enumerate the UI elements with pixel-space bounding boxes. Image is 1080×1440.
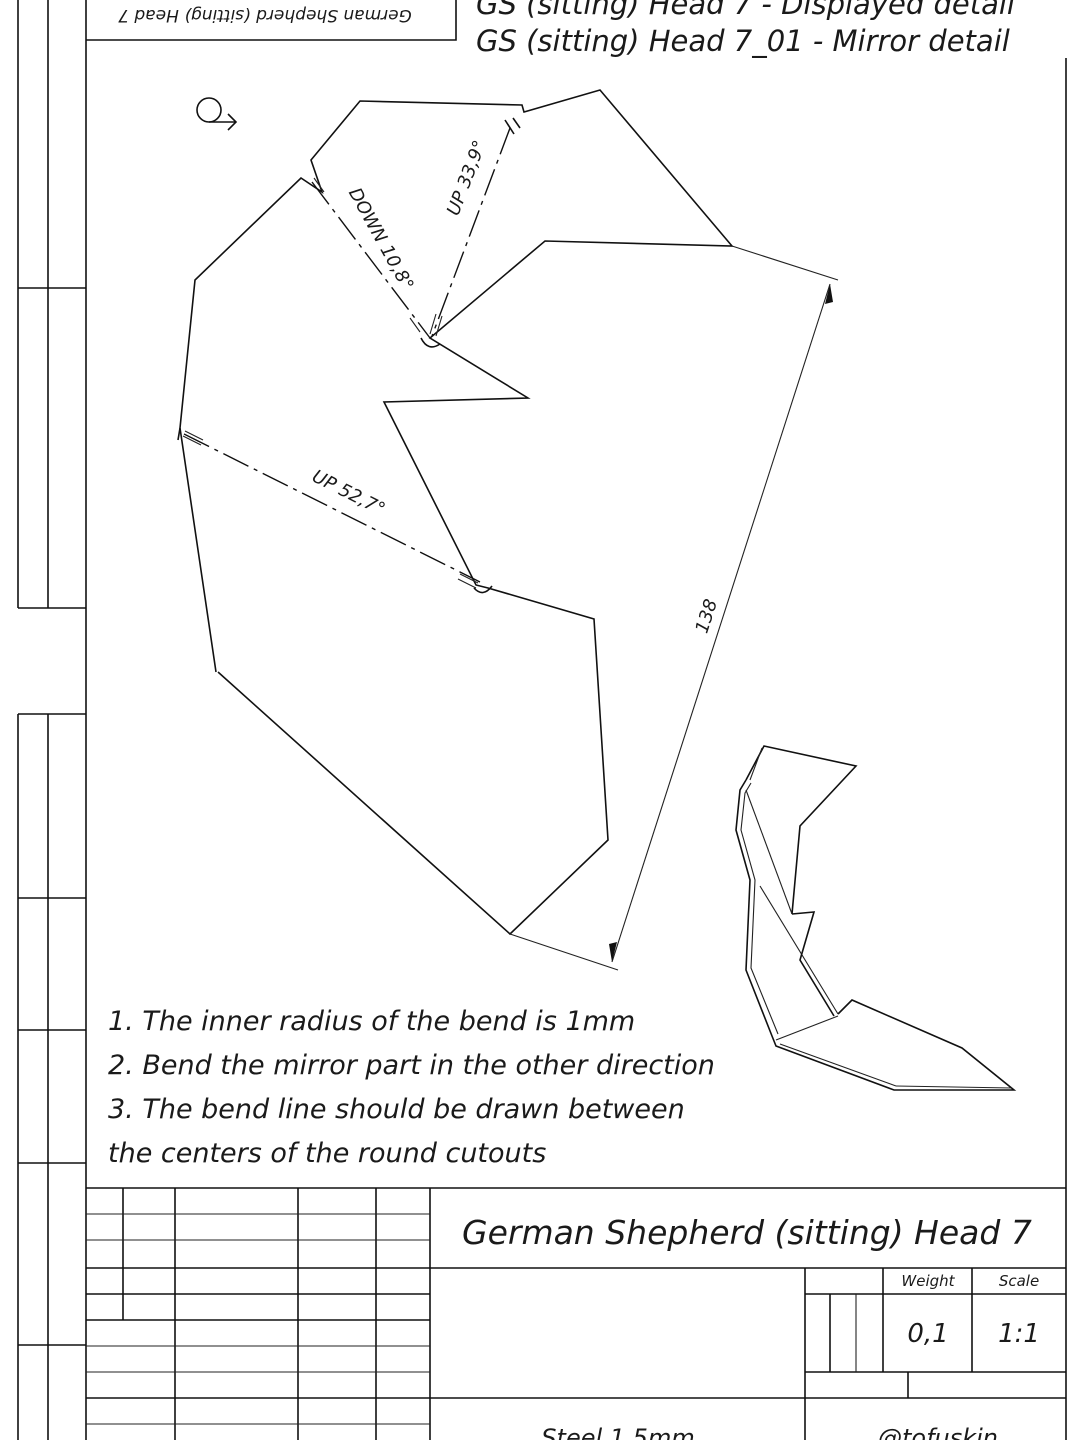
weight-value: 0,1	[907, 1319, 948, 1349]
bend-label-up-a: UP 33,9°	[443, 137, 491, 218]
bend-label-up-b: UP 52,7°	[309, 466, 389, 521]
drawing-frame	[85, 0, 1067, 1440]
title-block	[86, 1187, 1066, 1440]
rotation-symbol-icon	[196, 97, 238, 131]
left-margin-strip	[17, 0, 86, 1440]
author-label: @tofuskin	[878, 1424, 998, 1440]
title-block-title: German Shepherd (sitting) Head 7	[462, 1213, 1032, 1252]
isometric-view	[735, 745, 1017, 1091]
note-4: the centers of the round cutouts	[108, 1138, 546, 1169]
weight-label: Weight	[901, 1272, 955, 1290]
dimension-138	[509, 245, 839, 971]
displayed-detail-label: GS (sitting) Head 7 - Displayed detail	[476, 0, 1015, 21]
note-1: 1. The inner radius of the bend is 1mm	[108, 1006, 635, 1037]
mirror-detail-label: GS (sitting) Head 7_01 - Mirror detail	[476, 24, 1010, 58]
note-2: 2. Bend the mirror part in the other dir…	[108, 1050, 715, 1081]
material-label: Steel 1.5mm	[541, 1424, 694, 1440]
dimension-value: 138	[691, 597, 722, 636]
upside-down-frame-note: German Shepherd (sitting) Head 7	[118, 5, 412, 25]
note-3: 3. The bend line should be drawn between	[108, 1094, 685, 1125]
bend-lines	[182, 127, 511, 589]
scale-label: Scale	[999, 1272, 1039, 1290]
scale-value: 1:1	[998, 1319, 1040, 1349]
